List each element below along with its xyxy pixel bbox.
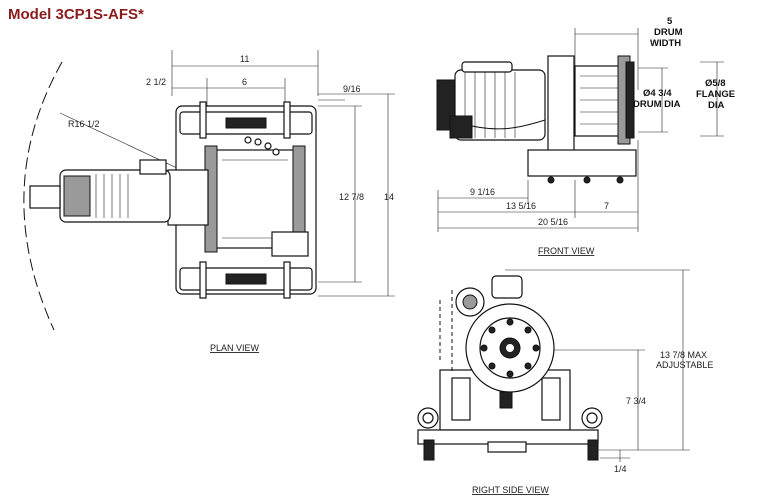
dim-height: 7 3/4: [626, 396, 646, 406]
dim-max-height-l2: ADJUSTABLE: [656, 360, 713, 370]
dim-d2: 13 5/16: [506, 201, 536, 211]
model-title-text: Model 3CP1S-AFS: [8, 6, 139, 23]
side-motor-hub: [462, 294, 478, 310]
front-motor-fins: [464, 72, 516, 138]
motor-handle: [461, 61, 513, 73]
side-panel: [541, 377, 561, 421]
plan-view: R16 1/2 11 2 1/2 6 9/16 12 7/8 14: [23, 50, 395, 353]
front-control-box: [449, 115, 473, 139]
model-title-asterisk: *: [138, 6, 144, 23]
dim-drum-dia: Ø4 3/4: [643, 88, 672, 99]
lift-eye-left-inner: [422, 412, 434, 424]
gear-housing: [547, 55, 575, 157]
brake-end: [29, 185, 61, 209]
dim-bottom: 1/4: [614, 464, 627, 474]
dim-left-offset: 2 1/2: [146, 77, 166, 87]
dim-flange-dia: Ø5/8: [705, 78, 726, 89]
gearbox: [167, 169, 209, 226]
leg-right: [587, 439, 599, 461]
dim-flange-l1: FLANGE: [696, 89, 735, 100]
motor-end-cap: [63, 175, 91, 217]
front-base: [527, 149, 637, 177]
dim-overall: 20 5/16: [538, 217, 568, 227]
caption-plan-view: PLAN VIEW: [210, 343, 260, 353]
flange-holes: [480, 318, 540, 378]
front-view: 5 DRUM WIDTH Ø4 3/4 DRUM DIA Ø5/8 FLANGE…: [436, 16, 735, 256]
mounting-bolts: [199, 101, 291, 299]
side-panel: [451, 377, 471, 421]
model-title: Model 3CP1S-AFS*: [8, 6, 144, 23]
cable: [471, 119, 546, 130]
side-gearbox: [491, 275, 523, 299]
side-hidden-lines: [439, 290, 453, 372]
leg-left: [423, 439, 435, 461]
dim-drum-width-l2: WIDTH: [650, 38, 681, 49]
dim-drum-width-num: 5: [667, 16, 673, 27]
foot: [616, 176, 624, 184]
dim-overall-height: 14: [384, 192, 394, 202]
front-flange-plate: [625, 61, 635, 139]
terminal-box: [139, 159, 167, 175]
motor-fins: [95, 174, 129, 218]
front-drum-lines: [580, 75, 622, 125]
dim-d1: 9 1/16: [470, 187, 495, 197]
control-box: [271, 231, 309, 257]
dim-inner-height: 12 7/8: [339, 192, 364, 202]
dim-inner: 6: [242, 77, 247, 87]
foot: [583, 176, 591, 184]
caption-front-view: FRONT VIEW: [538, 246, 595, 256]
dim-flange-l2: DIA: [708, 100, 725, 111]
lift-eye-right-inner: [586, 412, 598, 424]
right-side-view: 13 7/8 MAX ADJUSTABLE 7 3/4 1/4: [417, 269, 713, 495]
dim-d3: 7: [604, 201, 609, 211]
top-slot: [225, 117, 267, 129]
foot: [547, 176, 555, 184]
dim-overall-width: 11: [240, 54, 249, 64]
swing-radius-arc: [23, 61, 63, 331]
side-clamp: [487, 441, 527, 453]
dim-radius: R16 1/2: [68, 119, 100, 129]
dim-max-height-l1: 13 7/8 MAX: [660, 350, 707, 360]
side-switch: [499, 391, 513, 409]
bottom-slot: [225, 273, 267, 285]
caption-right-side-view: RIGHT SIDE VIEW: [472, 485, 549, 495]
dim-right-small: 9/16: [343, 84, 361, 94]
dim-drum-width-l1: DRUM: [654, 27, 683, 38]
dim-drum-dia-label: DRUM DIA: [633, 99, 681, 110]
